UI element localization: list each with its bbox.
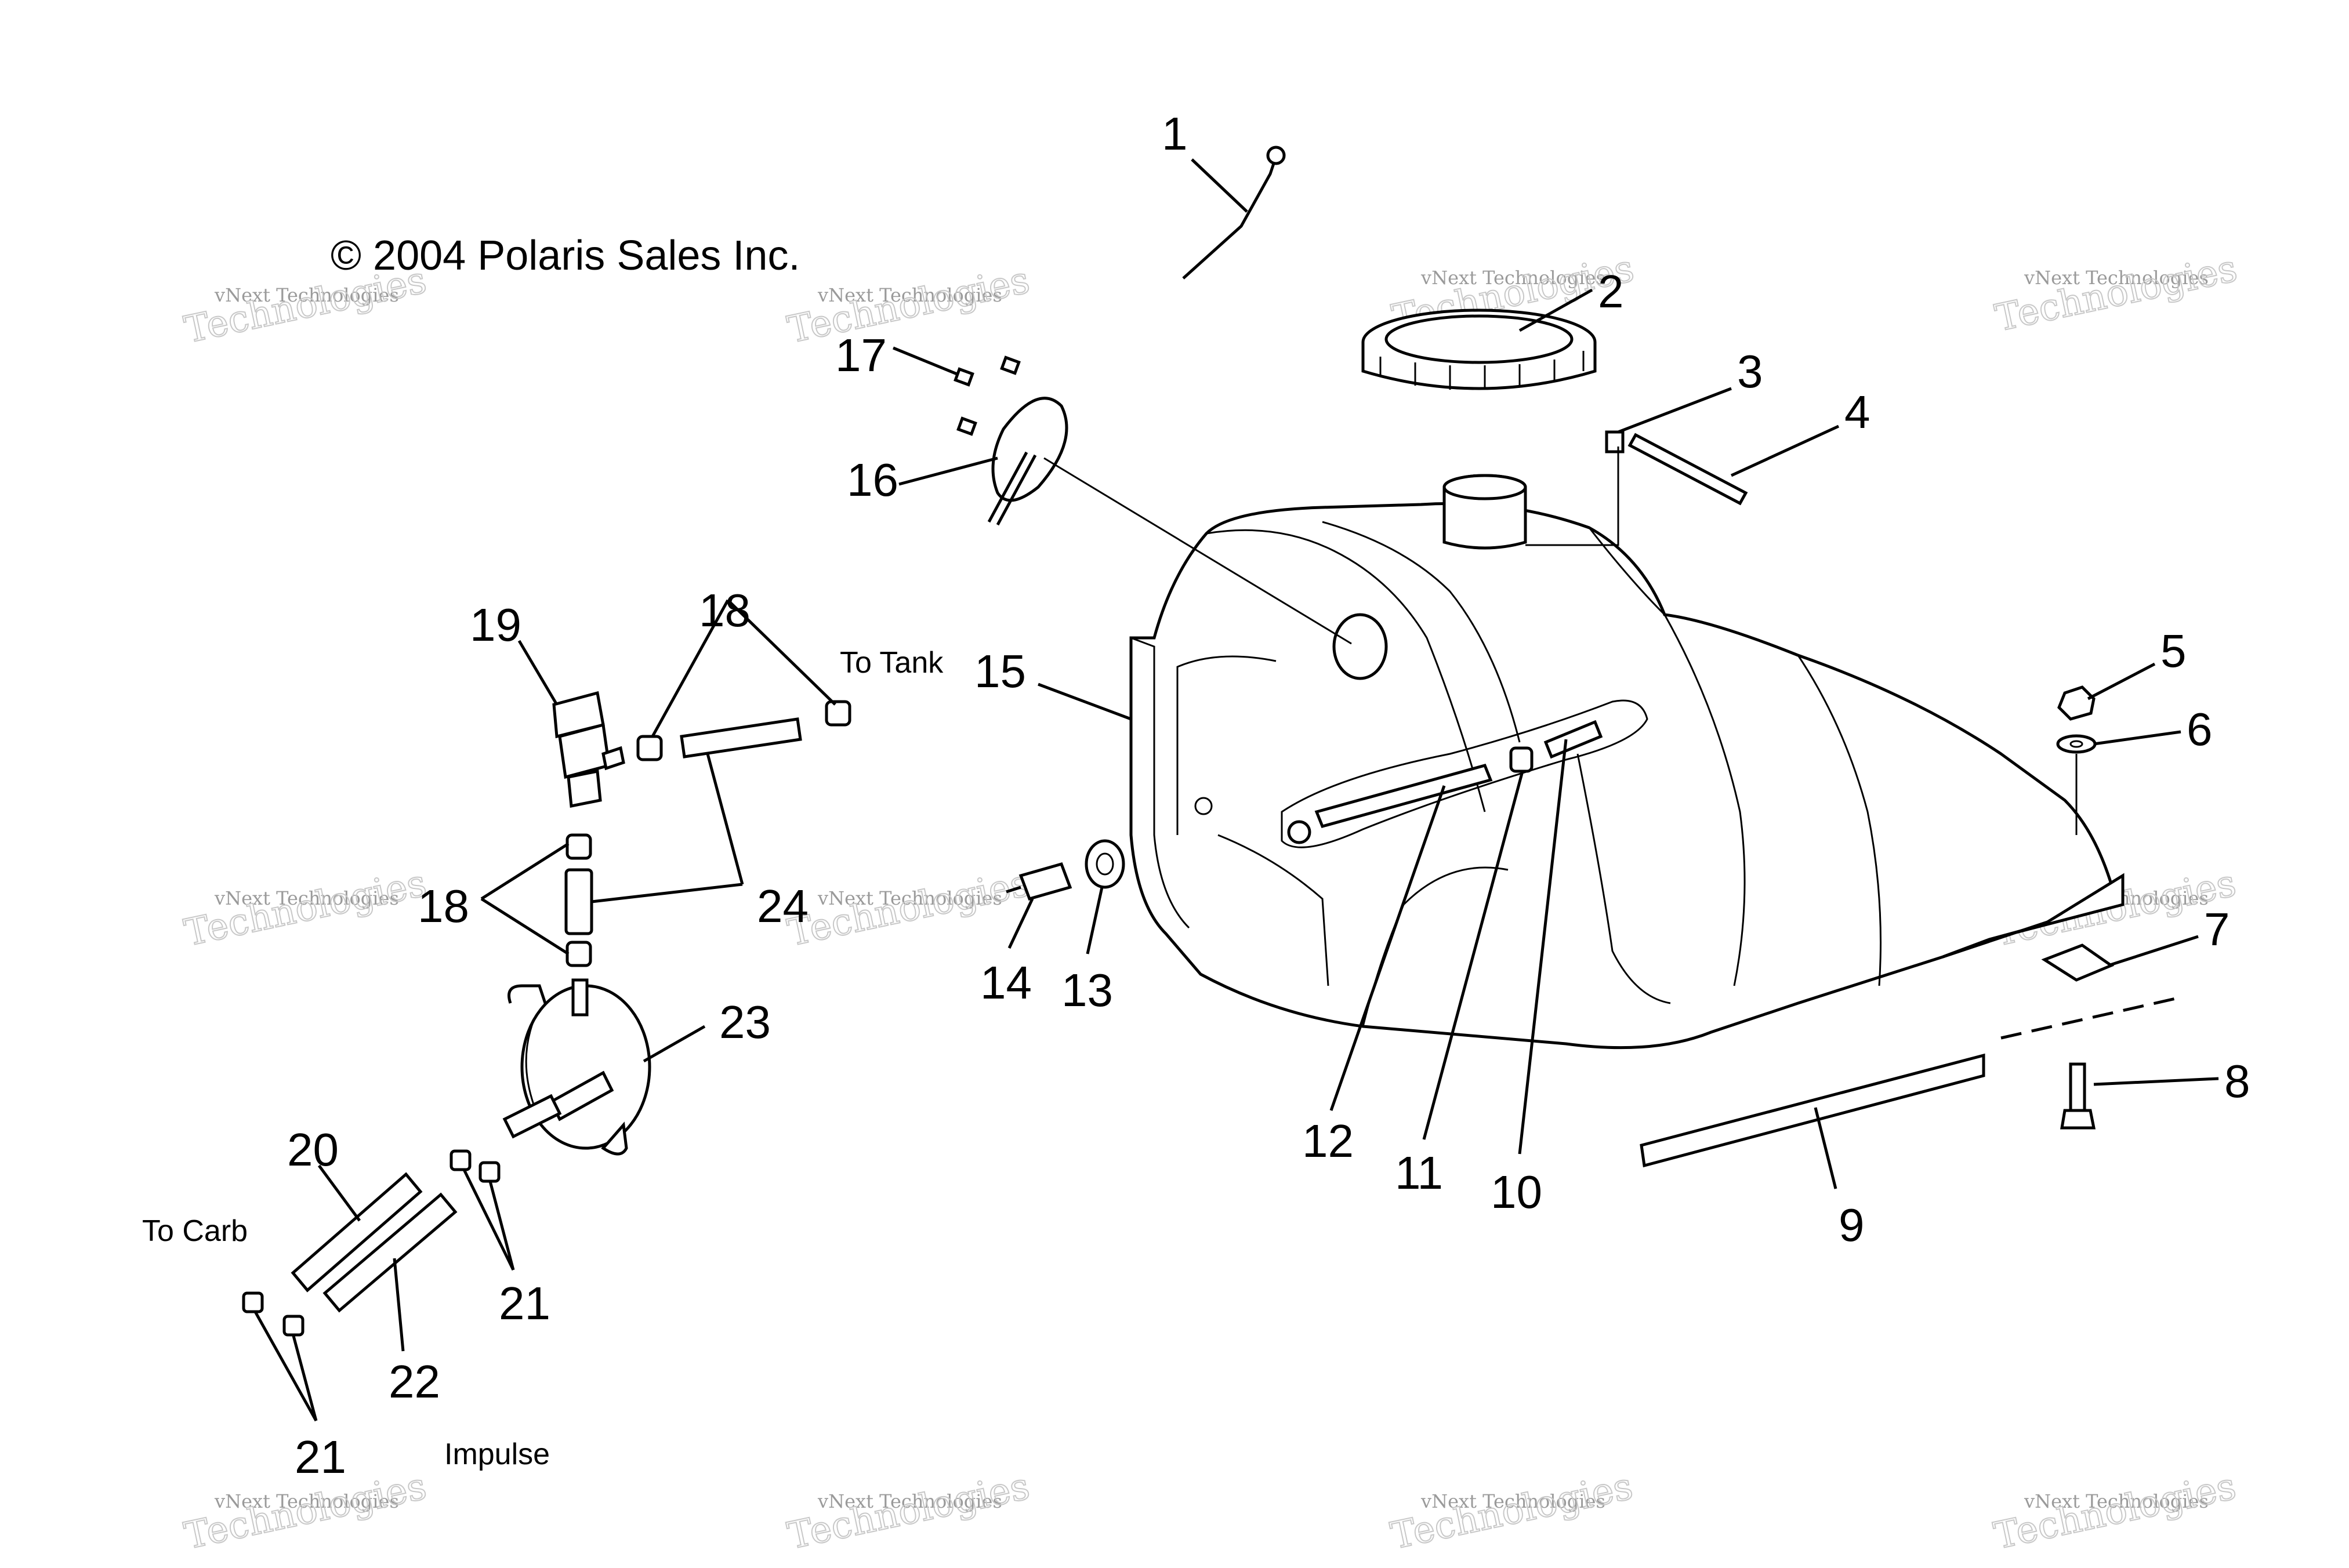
- part-sender-plate: [987, 397, 1352, 645]
- watermark: vNext Technologies Technologies: [784, 1464, 1034, 1558]
- watermark: vNext Technologies Technologies: [1387, 1464, 1637, 1558]
- callout-12: 12: [1302, 1115, 1354, 1167]
- part-strip: [1640, 1053, 1985, 1168]
- callout-20: 20: [287, 1124, 339, 1175]
- watermark-line2: Technologies: [1387, 1465, 1637, 1558]
- watermark: vNext Technologies Technologies: [784, 861, 1034, 955]
- watermark-line1: vNext Technologies: [214, 284, 399, 306]
- callout-17: 17: [835, 329, 887, 381]
- part-carb-hoses: [291, 1172, 458, 1313]
- watermark-line1: vNext Technologies: [1420, 267, 1605, 289]
- callout-7: 7: [2204, 903, 2230, 955]
- fuel-tank: [1129, 474, 2125, 1050]
- part-screws: [954, 355, 1021, 436]
- watermark-line2: Technologies: [784, 862, 1034, 954]
- callout-13: 13: [1061, 964, 1113, 1016]
- watermark-line1: vNext Technologies: [817, 887, 1002, 909]
- part-vent-strap: [1182, 146, 1286, 280]
- part-fuel-pump: [502, 978, 651, 1156]
- callout-21-left: 21: [295, 1431, 346, 1483]
- callout-5: 5: [2160, 625, 2187, 677]
- part-fitting: [1525, 430, 1625, 546]
- watermark-line2: Technologies: [1991, 1465, 2240, 1558]
- note-to-tank: To Tank: [840, 646, 944, 680]
- callout-22: 22: [389, 1356, 440, 1407]
- part-clamps: [566, 700, 851, 967]
- part-clamps-small: [242, 1149, 501, 1337]
- watermark-line1: vNext Technologies: [817, 1490, 1002, 1512]
- part-nut: [2057, 685, 2096, 721]
- part-grommet: [1085, 839, 1125, 889]
- watermark-line2: Technologies: [784, 1465, 1034, 1558]
- watermark-line1: vNext Technologies: [2024, 1490, 2209, 1512]
- callout-3: 3: [1737, 346, 1763, 397]
- watermark: vNext Technologies Technologies: [1991, 246, 2242, 340]
- watermark-line2: Technologies: [784, 259, 1034, 351]
- part-vent-hose: [1627, 433, 1748, 506]
- callout-11: 11: [1395, 1147, 1443, 1199]
- callout-14: 14: [980, 957, 1032, 1008]
- callout-10: 10: [1491, 1166, 1542, 1218]
- part-fuel-cap: [1361, 308, 1597, 390]
- note-to-carb: To Carb: [142, 1214, 248, 1248]
- part-valve: [1006, 862, 1072, 901]
- callout-1: 1: [1162, 108, 1188, 159]
- watermark-line1: vNext Technologies: [2024, 267, 2209, 289]
- watermark: vNext Technologies Technologies: [784, 258, 1034, 352]
- watermark: vNext Technologies Technologies: [180, 861, 431, 955]
- callout-6: 6: [2187, 703, 2213, 755]
- callout-23: 23: [719, 996, 771, 1048]
- watermark-line1: vNext Technologies: [214, 887, 399, 909]
- copyright-notice: © 2004 Polaris Sales Inc.: [331, 233, 800, 279]
- assembly-dashed-line: [2000, 996, 2181, 1040]
- callout-16: 16: [847, 454, 898, 506]
- part-bolt: [2060, 1062, 2096, 1130]
- callout-18-left: 18: [418, 880, 469, 932]
- part-hoses: [564, 717, 802, 935]
- part-pad: [2041, 943, 2115, 982]
- watermark-line1: vNext Technologies: [817, 284, 1002, 306]
- callout-15: 15: [974, 645, 1026, 697]
- callout-2: 2: [1598, 266, 1624, 317]
- watermark-line1: vNext Technologies: [214, 1490, 399, 1512]
- callout-18-top: 18: [699, 585, 751, 636]
- watermark: vNext Technologies Technologies: [1990, 1464, 2241, 1558]
- callout-4: 4: [1844, 386, 1870, 438]
- watermark-line2: Technologies: [181, 862, 430, 954]
- part-petcock: [552, 691, 625, 808]
- callouts: 1 2 3 4 5 6 7 8 9 10 11 12 13 14 15 16 1…: [287, 108, 2250, 1483]
- note-impulse: Impulse: [444, 1438, 550, 1471]
- callout-9: 9: [1839, 1199, 1865, 1251]
- leader-lines: [253, 158, 2219, 1422]
- watermark-line2: Technologies: [1992, 247, 2241, 340]
- callout-19: 19: [470, 599, 521, 651]
- watermark-line1: vNext Technologies: [1420, 1490, 1605, 1512]
- callout-24: 24: [757, 880, 809, 932]
- callout-8: 8: [2224, 1055, 2250, 1107]
- callout-21-right: 21: [499, 1277, 550, 1329]
